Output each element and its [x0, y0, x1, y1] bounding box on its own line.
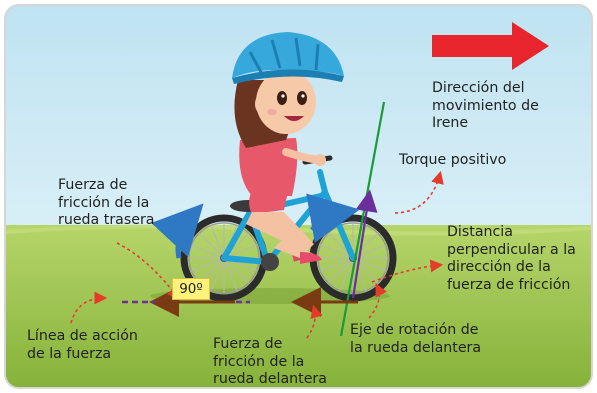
rear-rotation-arrow-icon	[151, 203, 204, 259]
direction-arrow-icon	[432, 22, 549, 70]
rotation-axis-line	[339, 101, 386, 337]
rear-friction-label: Fuerza de fricción de la rueda trasera	[58, 177, 155, 228]
action-line-label: Línea de acción de la fuerza	[27, 328, 138, 362]
perpendicular-distance-label: Distancia perpendicular a la dirección d…	[447, 224, 576, 293]
torque-label: Torque positivo	[399, 152, 507, 168]
girl-cyclist	[232, 32, 344, 264]
callout-rotation-axis	[368, 283, 388, 319]
right-angle-badge: 90º	[172, 278, 210, 300]
perpendicular-distance-arrow	[351, 189, 378, 299]
front-rotation-arrow-icon	[306, 193, 360, 243]
direction-label: Dirección del movimiento de Irene	[432, 80, 539, 131]
rotation-axis-label: Eje de rotación de la rueda delantera	[350, 322, 482, 356]
callout-perpendicular	[371, 259, 444, 283]
front-friction-label: Fuerza de fricción de la rueda delantera	[213, 336, 327, 387]
callout-torque	[394, 170, 444, 214]
